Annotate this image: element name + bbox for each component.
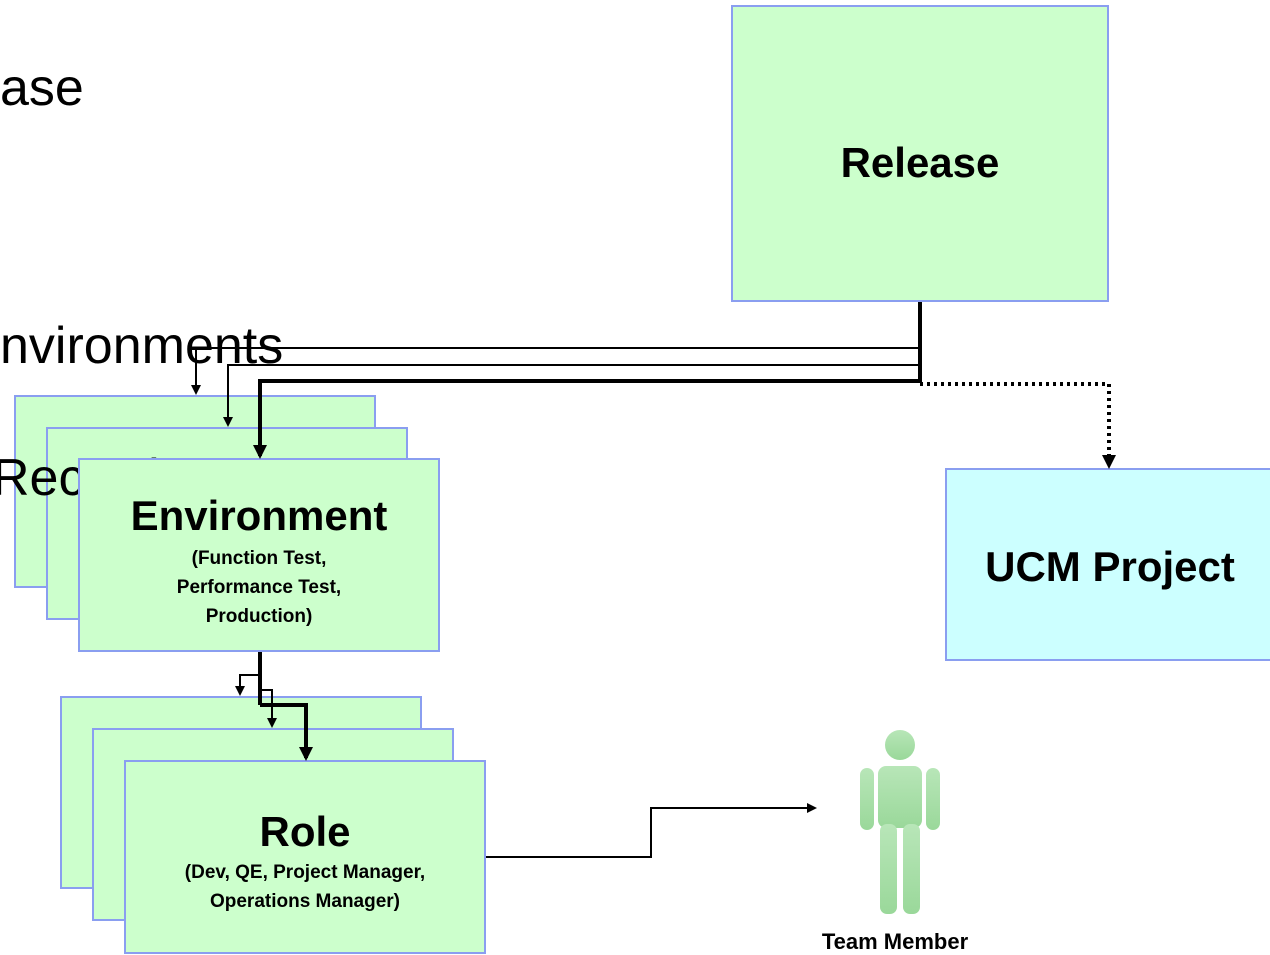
environment-box[interactable]: Environment (Function Test, Performance … bbox=[78, 458, 440, 652]
environment-subtitle-line: (Function Test, bbox=[191, 548, 327, 569]
team-member-label: Team Member bbox=[821, 929, 969, 954]
environment-subtitle: (Function Test, Performance Test, Produc… bbox=[80, 544, 438, 631]
background-release-text: ase bbox=[0, 59, 84, 117]
environment-subtitle-line: Production) bbox=[205, 606, 313, 627]
role-box[interactable]: Role (Dev, QE, Project Manager, Operatio… bbox=[124, 760, 486, 954]
ucm-project-box[interactable]: UCM Project bbox=[945, 468, 1270, 661]
ucm-project-title: UCM Project bbox=[985, 543, 1235, 590]
role-subtitle-line: Operations Manager) bbox=[209, 891, 401, 912]
environment-to-role-back-2-connector bbox=[235, 674, 260, 696]
environment-subtitle-line: Performance Test, bbox=[176, 577, 342, 598]
release-to-ucm-project-connector bbox=[920, 382, 1116, 469]
role-title: Role bbox=[259, 808, 351, 855]
role-to-team-member-connector bbox=[486, 803, 817, 858]
release-box[interactable]: Release bbox=[731, 5, 1109, 302]
person-icon bbox=[860, 730, 940, 914]
environment-title: Environment bbox=[130, 492, 388, 539]
release-to-environment-back-2-connector bbox=[191, 347, 920, 395]
release-title: Release bbox=[840, 139, 1000, 186]
role-subtitle: (Dev, QE, Project Manager, Operations Ma… bbox=[126, 858, 484, 916]
role-subtitle-line: (Dev, QE, Project Manager, bbox=[184, 862, 426, 883]
background-environments-text: nvironments bbox=[0, 317, 284, 375]
